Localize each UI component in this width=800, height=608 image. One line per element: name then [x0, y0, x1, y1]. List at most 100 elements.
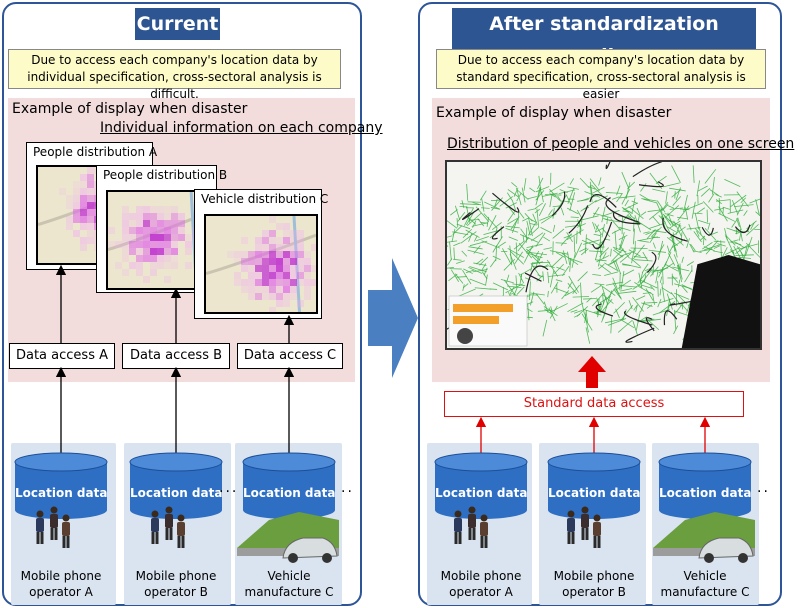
road-segment — [610, 316, 613, 334]
heat-cell — [73, 195, 80, 202]
road-segment — [612, 282, 620, 294]
heat-cell — [283, 244, 290, 251]
heat-cell — [255, 293, 262, 300]
road-segment — [557, 195, 562, 202]
road-segment — [601, 209, 620, 217]
heat-cell — [297, 244, 304, 251]
road-segment — [488, 215, 497, 231]
road-segment — [558, 189, 576, 195]
road-segment — [691, 201, 696, 219]
heat-cell — [178, 220, 185, 227]
road-segment — [561, 290, 570, 300]
heat-cell — [171, 227, 178, 234]
heat-cell — [87, 223, 94, 230]
road-segment — [559, 189, 568, 194]
road-segment — [505, 202, 517, 209]
road-segment — [521, 187, 526, 203]
road-segment — [736, 202, 744, 216]
road-segment — [459, 205, 468, 208]
road-segment — [507, 189, 519, 198]
road-segment — [677, 265, 683, 280]
road-segment — [615, 279, 632, 291]
road-segment — [679, 208, 690, 211]
road-segment — [535, 187, 542, 206]
road-segment — [611, 196, 620, 200]
heat-cell — [304, 251, 311, 258]
road-segment — [503, 279, 516, 296]
road-segment — [532, 261, 551, 264]
heat-cell — [178, 227, 185, 234]
heat-cell — [283, 272, 290, 279]
road-segment — [612, 277, 618, 289]
road-segment — [507, 217, 518, 225]
major-road — [624, 310, 653, 326]
road-segment — [690, 243, 696, 251]
road-segment — [584, 191, 601, 198]
heat-cell — [269, 244, 276, 251]
road-segment — [722, 206, 731, 210]
road-segment — [580, 248, 589, 256]
heat-cell — [304, 279, 311, 286]
road-segment — [519, 212, 525, 219]
road-segment — [640, 183, 647, 192]
heat-cell — [164, 276, 171, 283]
road-segment — [645, 229, 660, 235]
heat-cell — [136, 255, 143, 262]
road-segment — [547, 265, 555, 268]
road-segment — [466, 183, 469, 201]
heat-cell — [143, 220, 150, 227]
road-segment — [620, 288, 633, 292]
road-segment — [720, 240, 722, 260]
source-name-line2: operator B — [144, 585, 208, 599]
heat-cell — [73, 209, 80, 216]
road-segment — [671, 165, 681, 183]
road-segment — [672, 196, 682, 206]
road-segment — [595, 227, 604, 233]
road-segment — [556, 266, 565, 271]
heat-cell — [297, 300, 304, 307]
road-segment — [755, 211, 760, 217]
road-segment — [673, 300, 686, 316]
road-segment — [673, 242, 678, 258]
road-segment — [662, 203, 669, 211]
major-road — [592, 221, 613, 250]
road-segment — [640, 301, 646, 312]
road-segment — [633, 217, 635, 232]
road-segment — [644, 317, 660, 331]
road-segment — [601, 224, 605, 238]
road-segment — [727, 209, 744, 214]
ellipsis-dots: ·· — [341, 484, 354, 500]
road-segment — [659, 276, 663, 283]
road-segment — [672, 266, 690, 272]
road-segment — [750, 222, 755, 230]
heat-cell — [164, 255, 171, 262]
heat-cell — [129, 227, 136, 234]
road-segment — [608, 318, 627, 326]
road-segment — [616, 185, 621, 196]
heat-cell — [115, 262, 122, 269]
road-segment — [537, 177, 544, 190]
road-segment — [484, 201, 501, 210]
source-name-line1: Mobile phone — [135, 569, 217, 583]
road-segment — [475, 236, 489, 242]
road-segment — [649, 223, 665, 229]
road-segment — [460, 231, 477, 244]
road-segment — [492, 255, 501, 261]
combined-map — [445, 160, 762, 350]
heat-cell — [304, 272, 311, 279]
road-segment — [525, 246, 534, 253]
road-segment — [632, 296, 644, 312]
road-segment — [509, 245, 513, 266]
road-segment — [469, 266, 487, 273]
major-road — [612, 212, 641, 225]
person-figure — [480, 514, 488, 548]
road-segment — [655, 175, 667, 185]
road-segment — [637, 239, 649, 243]
road-segment — [472, 220, 477, 228]
road-segment — [686, 261, 694, 266]
location-data-cylinder — [242, 452, 336, 519]
road-segment — [651, 226, 662, 237]
heat-cell — [150, 213, 157, 220]
road-segment — [656, 200, 666, 213]
road-segment — [736, 246, 744, 257]
